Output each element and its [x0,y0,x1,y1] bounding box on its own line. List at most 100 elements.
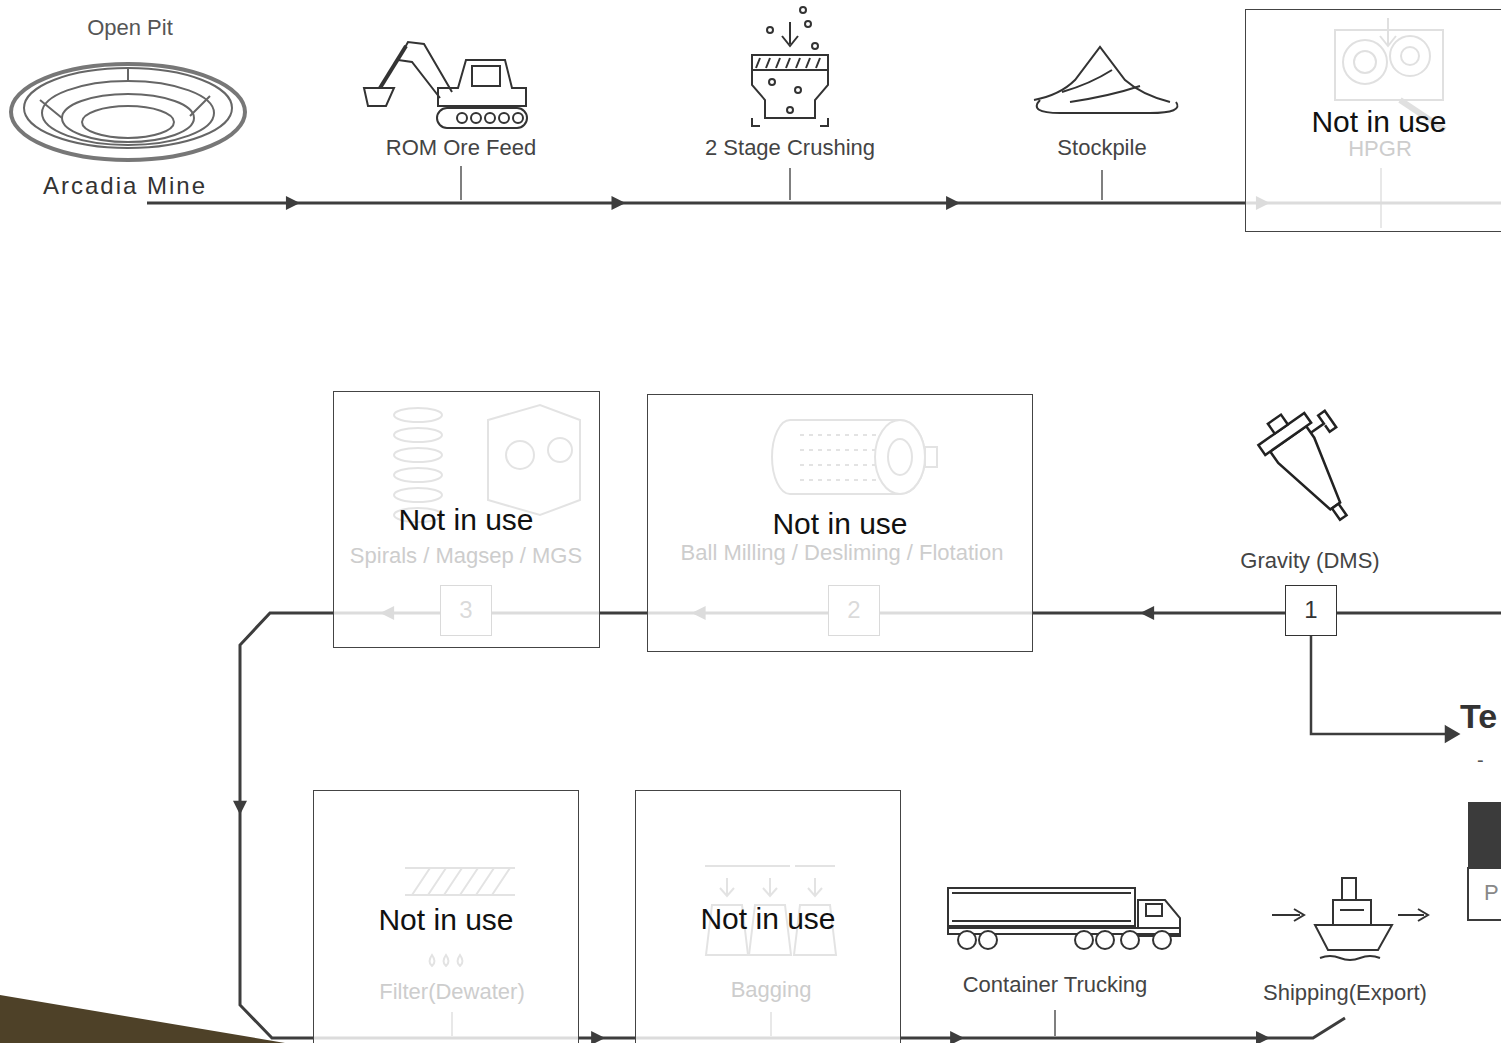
arrow-head [233,801,247,815]
leader-tick [1101,170,1103,200]
ship-icon [1398,909,1428,921]
crusher-icon [769,79,775,85]
status-label: Not in use [1279,104,1479,140]
ship-icon [1320,910,1380,960]
stage-label: Gravity (DMS) [1230,548,1390,574]
status-label: Not in use [366,502,566,538]
dms-cyclone-icon [1332,504,1347,520]
process-stage: Gravity (DMS) [1230,548,1390,613]
dms-cyclone-icon [1305,411,1336,441]
open-pit-icon [42,81,214,145]
process-stage: Shipping(Export) [1240,980,1450,1018]
stage-label: ROM Ore Feed [361,135,561,161]
excavator-icon [457,113,467,123]
ship-icon [1315,925,1392,950]
truck-icon [1121,931,1139,949]
flow-line [790,202,1102,205]
ship-icon [1333,900,1371,925]
corner-wedge [0,995,285,1043]
open-pit-icon [24,68,232,148]
crusher-icon [767,27,773,33]
dms-cyclone-icon [1268,415,1288,434]
excavator-icon [437,108,527,128]
leader-tick [789,168,791,200]
open-pit-icon [11,64,245,160]
cut-off-table [1468,868,1501,920]
flow-connector [790,196,1102,210]
inactive-box: Not in useSpirals / Magsep / MGS [333,391,600,648]
inactive-stage: Bagging [691,977,851,1038]
excavator-icon [485,113,495,123]
pit-label: Open Pit [5,15,255,41]
flow-line [147,202,461,205]
status-label: Not in use [346,902,546,938]
stockpile-icon [1034,47,1170,102]
excavator-icon [513,113,523,123]
cut-off-table [1468,802,1501,868]
inactive-stage: Filter(Dewater) [332,979,572,1038]
status-label: Not in use [740,506,940,542]
excavator-icon [471,113,481,123]
flow-connector [1055,1018,1345,1043]
process-stage: 2 Stage Crushing [670,135,910,203]
cut-off-heading: Te [1460,696,1497,736]
truck-icon [948,888,1180,949]
inactive-box: Not in useBall Milling / Desliming / Flo… [647,394,1033,652]
inactive-stage-label: Ball Milling / Desliming / Flotation [652,540,1032,566]
stage-label: Shipping(Export) [1240,980,1450,1006]
arrow-head [1256,1031,1270,1043]
stage-label: Container Trucking [935,972,1175,998]
truck-icon [952,893,1131,921]
leader-tick [1054,1010,1056,1036]
flow-line [1055,1018,1345,1038]
inactive-stage: Ball Milling / Desliming / Flotation [652,540,1032,613]
arrow-head [591,1031,605,1043]
open-pit-icon [11,64,245,160]
cut-off-note: - [1477,748,1484,772]
arrow-head [286,196,300,210]
dms-cyclone-icon [1252,393,1381,534]
ship-icon [1272,909,1304,921]
stockpile-icon [1062,70,1140,102]
arrow-head [1140,606,1154,620]
stage-label: Stockpile [1022,135,1182,161]
stage-label: 2 Stage Crushing [670,135,910,161]
crusher-icon [782,22,798,46]
corner-wedge [0,995,285,1043]
arrow-head [946,196,960,210]
truck-icon [979,931,997,949]
arrow-head [612,196,626,210]
crusher-icon [752,58,828,70]
inactive-box: Not in useHPGR [1245,9,1501,232]
truck-icon [958,931,976,949]
callout-number: 1 [1285,585,1337,636]
excavator-icon [364,42,527,128]
crusher-icon [795,87,801,93]
truck-icon [1096,931,1114,949]
truck-icon [1146,904,1162,916]
mine-site: Open PitArcadia Mine [5,12,255,203]
inactive-stage-label: Spirals / Magsep / MGS [336,543,596,569]
truck-icon [948,888,1135,926]
inactive-stage: HPGR [1330,136,1430,203]
inactive-box: Not in useFilter(Dewater) [313,790,579,1043]
process-stage: Stockpile [1022,135,1182,203]
status-label: Not in use [668,901,868,937]
branch-arrow [1311,636,1448,734]
crusher-icon [812,43,818,49]
open-pit-icon [40,68,210,118]
excavator-icon [499,113,509,123]
stockpile-icon [1037,100,1178,113]
crusher-icon [787,107,793,113]
leader-tick [460,166,462,200]
inactive-stage-label: HPGR [1330,136,1430,162]
process-stage: ROM Ore Feed [361,135,561,203]
truck-icon [1075,931,1093,949]
inactive-stage: Spirals / Magsep / MGS [336,543,596,613]
cut-off-table [1468,802,1501,920]
truck-icon [1153,931,1171,949]
crusher-icon [805,21,811,27]
inactive-stage-label: Bagging [691,977,851,1003]
process-stage: Container Trucking [935,972,1175,1038]
